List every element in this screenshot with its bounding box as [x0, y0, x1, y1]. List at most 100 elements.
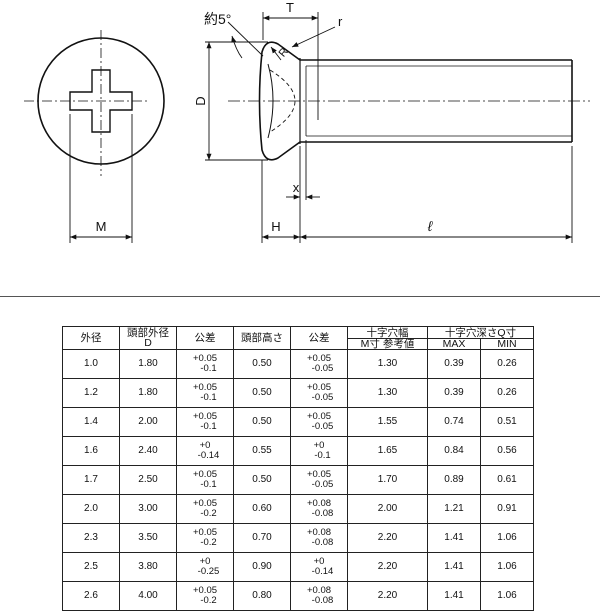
- cell-tolerance-d-upper: +0.05: [192, 527, 218, 538]
- cell-head-dia: 2.40: [119, 436, 177, 466]
- cell-tolerance-d-upper: +0.05: [192, 585, 218, 596]
- cell-depth-min: 0.26: [479, 349, 535, 379]
- cell-tolerance-d-lower: -0.1: [200, 421, 217, 432]
- cell-outer-dia: 1.2: [62, 378, 120, 408]
- cell-head-dia: 1.80: [119, 349, 177, 379]
- cell-recess-width: 2.20: [347, 552, 428, 582]
- cell-head-dia: 2.50: [119, 465, 177, 495]
- cell-depth-min: 0.61: [479, 465, 535, 495]
- cell-tolerance-h-lower: -0.05: [311, 421, 334, 432]
- cell-recess-width: 1.70: [347, 465, 428, 495]
- header-head-height: 頭部高さ: [233, 326, 291, 350]
- cell-tolerance-d-lower: -0.14: [197, 450, 220, 461]
- cell-tolerance-d-upper: +0.05: [192, 353, 218, 364]
- cell-head-dia: 3.50: [119, 523, 177, 553]
- label-x: x: [293, 180, 300, 195]
- cell-tolerance-d-upper: +0: [199, 440, 211, 451]
- cell-tolerance-h-lower: -0.05: [311, 479, 334, 490]
- cell-depth-min: 1.06: [479, 581, 535, 611]
- spec-table: 外径 頭部外径 D 公差 頭部高さ 公差 十字穴幅 十字穴深さQ寸 M寸 参考値…: [62, 326, 535, 611]
- cell-tolerance-d: +0.05-0.1: [176, 349, 234, 379]
- cell-tolerance-d-lower: -0.1: [200, 479, 217, 490]
- cell-tolerance-d: +0.05-0.2: [176, 494, 234, 524]
- cell-tolerance-h-upper: +0.08: [306, 585, 332, 596]
- cell-depth-min: 1.06: [479, 523, 535, 553]
- cell-tolerance-h-lower: -0.1: [314, 450, 331, 461]
- cell-recess-width: 2.20: [347, 581, 428, 611]
- cell-tolerance-d-lower: -0.2: [200, 537, 217, 548]
- cell-tolerance-d: +0.05-0.1: [176, 378, 234, 408]
- cell-depth-max: 0.89: [427, 465, 481, 495]
- cell-tolerance-h-upper: +0.05: [306, 469, 332, 480]
- cell-tolerance-h-upper: +0.05: [306, 382, 332, 393]
- header-head-dia-line1: 頭部外径: [127, 327, 169, 339]
- cell-depth-max: 0.39: [427, 349, 481, 379]
- cross-recess: [69, 69, 133, 133]
- cell-depth-max: 0.39: [427, 378, 481, 408]
- cell-tolerance-d: +0-0.14: [176, 436, 234, 466]
- cell-tolerance-d-lower: -0.25: [197, 566, 220, 577]
- cell-tolerance-d: +0.05-0.1: [176, 407, 234, 437]
- cell-recess-width: 2.00: [347, 494, 428, 524]
- label-m: M: [96, 219, 107, 234]
- cell-tolerance-h-upper: +0: [313, 440, 325, 451]
- cell-depth-min: 0.91: [479, 494, 535, 524]
- label-t: T: [286, 0, 294, 15]
- cell-head-dia: 3.00: [119, 494, 177, 524]
- cell-tolerance-h-lower: -0.08: [311, 595, 334, 606]
- cell-tolerance-h: +0.08-0.08: [290, 581, 348, 611]
- header-row-1: 外径 頭部外径 D 公差 頭部高さ 公差 十字穴幅 十字穴深さQ寸: [62, 326, 535, 350]
- cell-head-height: 0.90: [233, 552, 291, 582]
- cell-head-height: 0.80: [233, 581, 291, 611]
- cell-tolerance-h-upper: +0.05: [306, 353, 332, 364]
- cell-head-height: 0.50: [233, 465, 291, 495]
- cell-outer-dia: 1.6: [62, 436, 120, 466]
- r-big-leader: [270, 46, 282, 61]
- cell-tolerance-d-upper: +0.05: [192, 382, 218, 393]
- header-row-2: M寸 参考値 MAX MIN: [63, 338, 535, 350]
- cell-tolerance-d-upper: +0.05: [192, 411, 218, 422]
- header-head-dia: 頭部外径 D: [119, 326, 177, 350]
- label-d: D: [193, 96, 208, 105]
- cell-depth-min: 0.51: [479, 407, 535, 437]
- screw-head-circle: [37, 37, 165, 165]
- cell-recess-width: 2.20: [347, 523, 428, 553]
- cell-head-height: 0.50: [233, 407, 291, 437]
- cell-tolerance-h: +0.05-0.05: [290, 407, 348, 437]
- cell-tolerance-h: +0-0.1: [290, 436, 348, 466]
- cell-outer-dia: 2.5: [62, 552, 120, 582]
- cell-outer-dia: 1.7: [62, 465, 120, 495]
- cell-tolerance-h-upper: +0.08: [306, 498, 332, 509]
- cell-tolerance-d-lower: -0.1: [200, 363, 217, 374]
- cell-depth-max: 1.41: [427, 552, 481, 582]
- recess-dashed: [269, 69, 296, 133]
- cell-tolerance-d: +0-0.25: [176, 552, 234, 582]
- head-inner-arc: [267, 63, 274, 139]
- cell-tolerance-h-lower: -0.14: [311, 566, 334, 577]
- front-view: [24, 30, 165, 243]
- cell-outer-dia: 2.3: [62, 523, 120, 553]
- cell-tolerance-h-upper: +0.05: [306, 411, 332, 422]
- screw-drawing: M: [24, 0, 590, 243]
- cell-tolerance-h-upper: +0.08: [306, 527, 332, 538]
- cell-outer-dia: 2.6: [62, 581, 120, 611]
- angle-reference-line: [227, 21, 264, 57]
- cell-tolerance-d: +0.05-0.2: [176, 523, 234, 553]
- header-max: MAX: [427, 338, 481, 350]
- label-angle: 約5°: [204, 11, 231, 27]
- cell-tolerance-h: +0.05-0.05: [290, 465, 348, 495]
- cell-tolerance-d-lower: -0.1: [200, 392, 217, 403]
- cell-head-height: 0.50: [233, 349, 291, 379]
- cell-head-height: 0.50: [233, 378, 291, 408]
- cell-outer-dia: 1.4: [62, 407, 120, 437]
- cell-head-height: 0.70: [233, 523, 291, 553]
- header-min: MIN: [479, 338, 535, 350]
- cell-tolerance-h: +0.08-0.08: [290, 523, 348, 553]
- header-tolerance-1: 公差: [176, 326, 234, 350]
- cell-tolerance-h: +0.05-0.05: [290, 378, 348, 408]
- cell-tolerance-d-upper: +0.05: [192, 469, 218, 480]
